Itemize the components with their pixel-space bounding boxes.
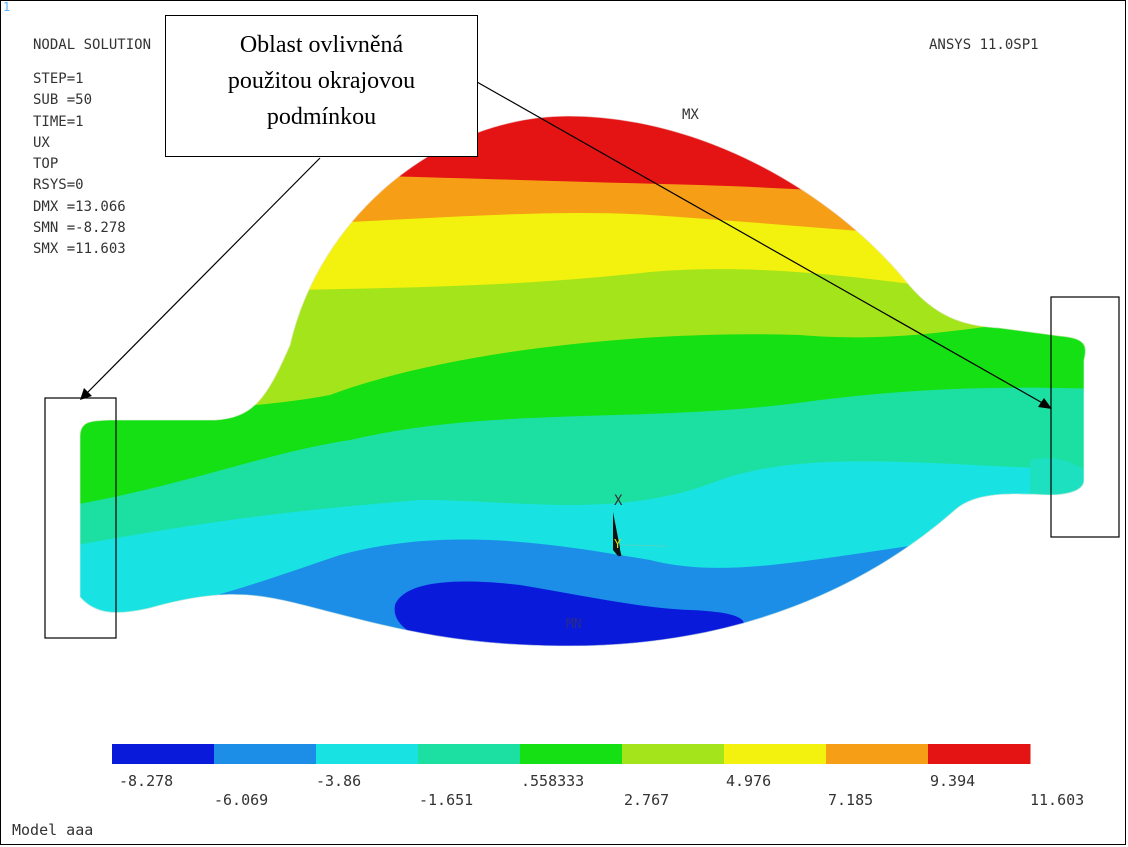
legend-label: -3.86 (316, 772, 362, 790)
legend-label: 2.767 (624, 791, 670, 809)
leader-line-right (476, 81, 1052, 409)
legend-label: -8.278 (119, 772, 174, 790)
max-marker-label: MX (682, 107, 699, 123)
legend-swatch (928, 744, 1031, 764)
info-line: SMX =11.603 (33, 241, 126, 258)
callout-line: Oblast ovlivněná (239, 32, 404, 58)
triad-y-label: Y (614, 537, 622, 551)
legend-swatch (214, 744, 317, 764)
info-line: TOP (33, 156, 59, 173)
legend-swatch (724, 744, 827, 764)
legend-label: 9.394 (930, 772, 976, 790)
legend-label: .558333 (521, 772, 585, 790)
plot-title: NODAL SOLUTION (33, 37, 152, 53)
info-line: DMX =13.066 (33, 198, 126, 215)
triad-arrow-z (613, 534, 622, 557)
legend-swatch (622, 744, 725, 764)
legend-swatch (112, 744, 215, 764)
legend-swatch (316, 744, 419, 764)
legend-label: -1.651 (419, 791, 474, 809)
band-patch (1030, 458, 1086, 500)
triad-axes: X Y (613, 493, 667, 557)
legend-label: -6.069 (214, 791, 269, 809)
window-number: 1 (3, 0, 11, 14)
callout-box: Oblast ovlivněná použitou okrajovou podm… (165, 15, 478, 157)
info-line: RSYS=0 (33, 177, 84, 194)
boundary-region-right (1050, 296, 1120, 538)
info-line: SMN =-8.278 (33, 220, 126, 237)
boundary-region-left (44, 397, 117, 639)
model-label: Model aaa (12, 821, 94, 839)
legend-label: 4.976 (726, 772, 772, 790)
triad-x-label: X (614, 493, 623, 509)
model-outline (79, 115, 1086, 647)
leader-line-left (80, 157, 321, 400)
legend-swatch (418, 744, 521, 764)
info-line: TIME=1 (33, 113, 84, 130)
solution-info-list: STEP=1 SUB =50 TIME=1 UX TOP RSYS=0 DMX … (33, 69, 126, 261)
version-label: ANSYS 11.0SP1 (929, 37, 1039, 53)
min-marker-label: MN (566, 617, 582, 632)
callout-line: podmínkou (266, 104, 377, 130)
info-line: UX (33, 134, 50, 151)
color-legend-bar (112, 744, 1031, 764)
legend-label: 11.603 (1030, 791, 1085, 809)
legend-label: 7.185 (828, 791, 874, 809)
legend-swatch (826, 744, 929, 764)
callout-line: použitou okrajovou (227, 68, 416, 94)
info-line: SUB =50 (33, 92, 93, 109)
legend-swatch (520, 744, 623, 764)
info-line: STEP=1 (33, 71, 84, 87)
triad-arrow-y (621, 544, 667, 547)
